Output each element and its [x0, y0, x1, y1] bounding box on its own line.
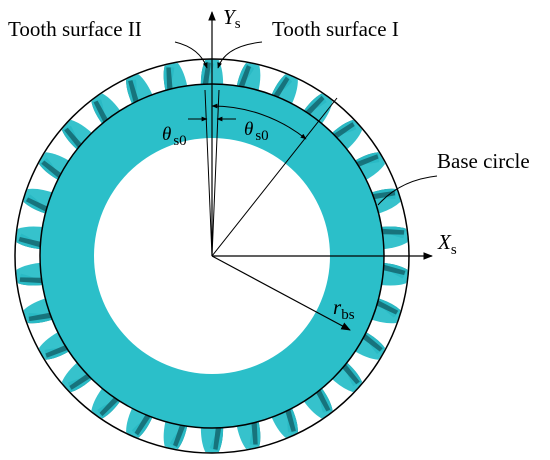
- tooth-edge: [370, 190, 396, 200]
- tooth-edge: [342, 362, 360, 385]
- tooth-edge: [128, 80, 139, 105]
- leader-base-circle: [377, 175, 438, 206]
- tooth-edge: [93, 100, 108, 125]
- gear-body: [40, 84, 384, 428]
- tooth-edge: [173, 424, 187, 447]
- tooth-edge: [285, 407, 296, 432]
- tooth-edge: [272, 76, 290, 98]
- tooth-edge: [18, 237, 43, 248]
- tooth-edge: [213, 425, 222, 450]
- tooth-edge: [237, 65, 251, 88]
- tooth-edge: [28, 312, 54, 322]
- radius-arrow: [211, 255, 351, 331]
- tooth-edge: [379, 228, 405, 235]
- label-x-axis: Xs: [437, 230, 457, 258]
- tooth-edge: [354, 154, 379, 167]
- label-radius: rbs: [333, 295, 355, 323]
- label-y-axis: Ys: [223, 5, 241, 32]
- tooth-edge: [134, 414, 152, 436]
- label-base-circle: Base circle: [437, 149, 530, 173]
- tooth-edge: [316, 387, 331, 412]
- label-tooth-surface-1: Tooth surface I: [272, 17, 399, 41]
- tooth-edge: [69, 373, 93, 390]
- tooth-edge: [166, 67, 173, 92]
- tooth-edge: [331, 122, 355, 139]
- tooth-edge: [376, 299, 399, 315]
- tooth-edge: [41, 160, 62, 180]
- tooth-edge: [362, 332, 383, 352]
- tooth-edge: [99, 397, 121, 417]
- label-tooth-surface-2: Tooth surface II: [8, 17, 142, 41]
- tooth-edge: [381, 264, 406, 275]
- tooth-edge: [251, 420, 258, 445]
- tooth-edge: [64, 127, 82, 150]
- tooth-edge: [303, 95, 325, 115]
- tooth-edge: [19, 277, 45, 284]
- tooth-edge: [202, 62, 211, 87]
- ref-line-diagonal: [211, 97, 338, 257]
- tooth-edge: [45, 345, 70, 358]
- tooth-edge: [25, 197, 48, 213]
- theta-arc-right: [211, 103, 307, 140]
- leader-tooth-surface-2: [174, 41, 208, 69]
- leader-tooth-surface-1: [217, 41, 263, 69]
